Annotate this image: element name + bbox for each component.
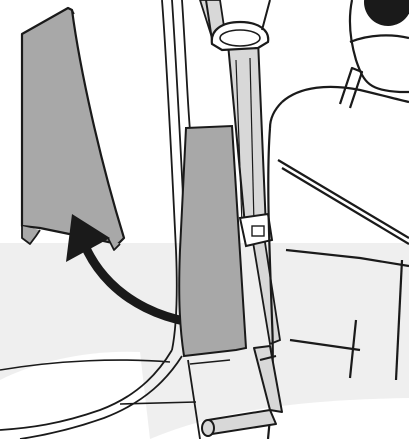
lower-pillar-trim	[179, 126, 246, 356]
seatbelt-buckle-clip	[240, 214, 272, 246]
removed-pillar-trim-panel	[22, 8, 124, 250]
step-number-badge	[364, 0, 409, 26]
